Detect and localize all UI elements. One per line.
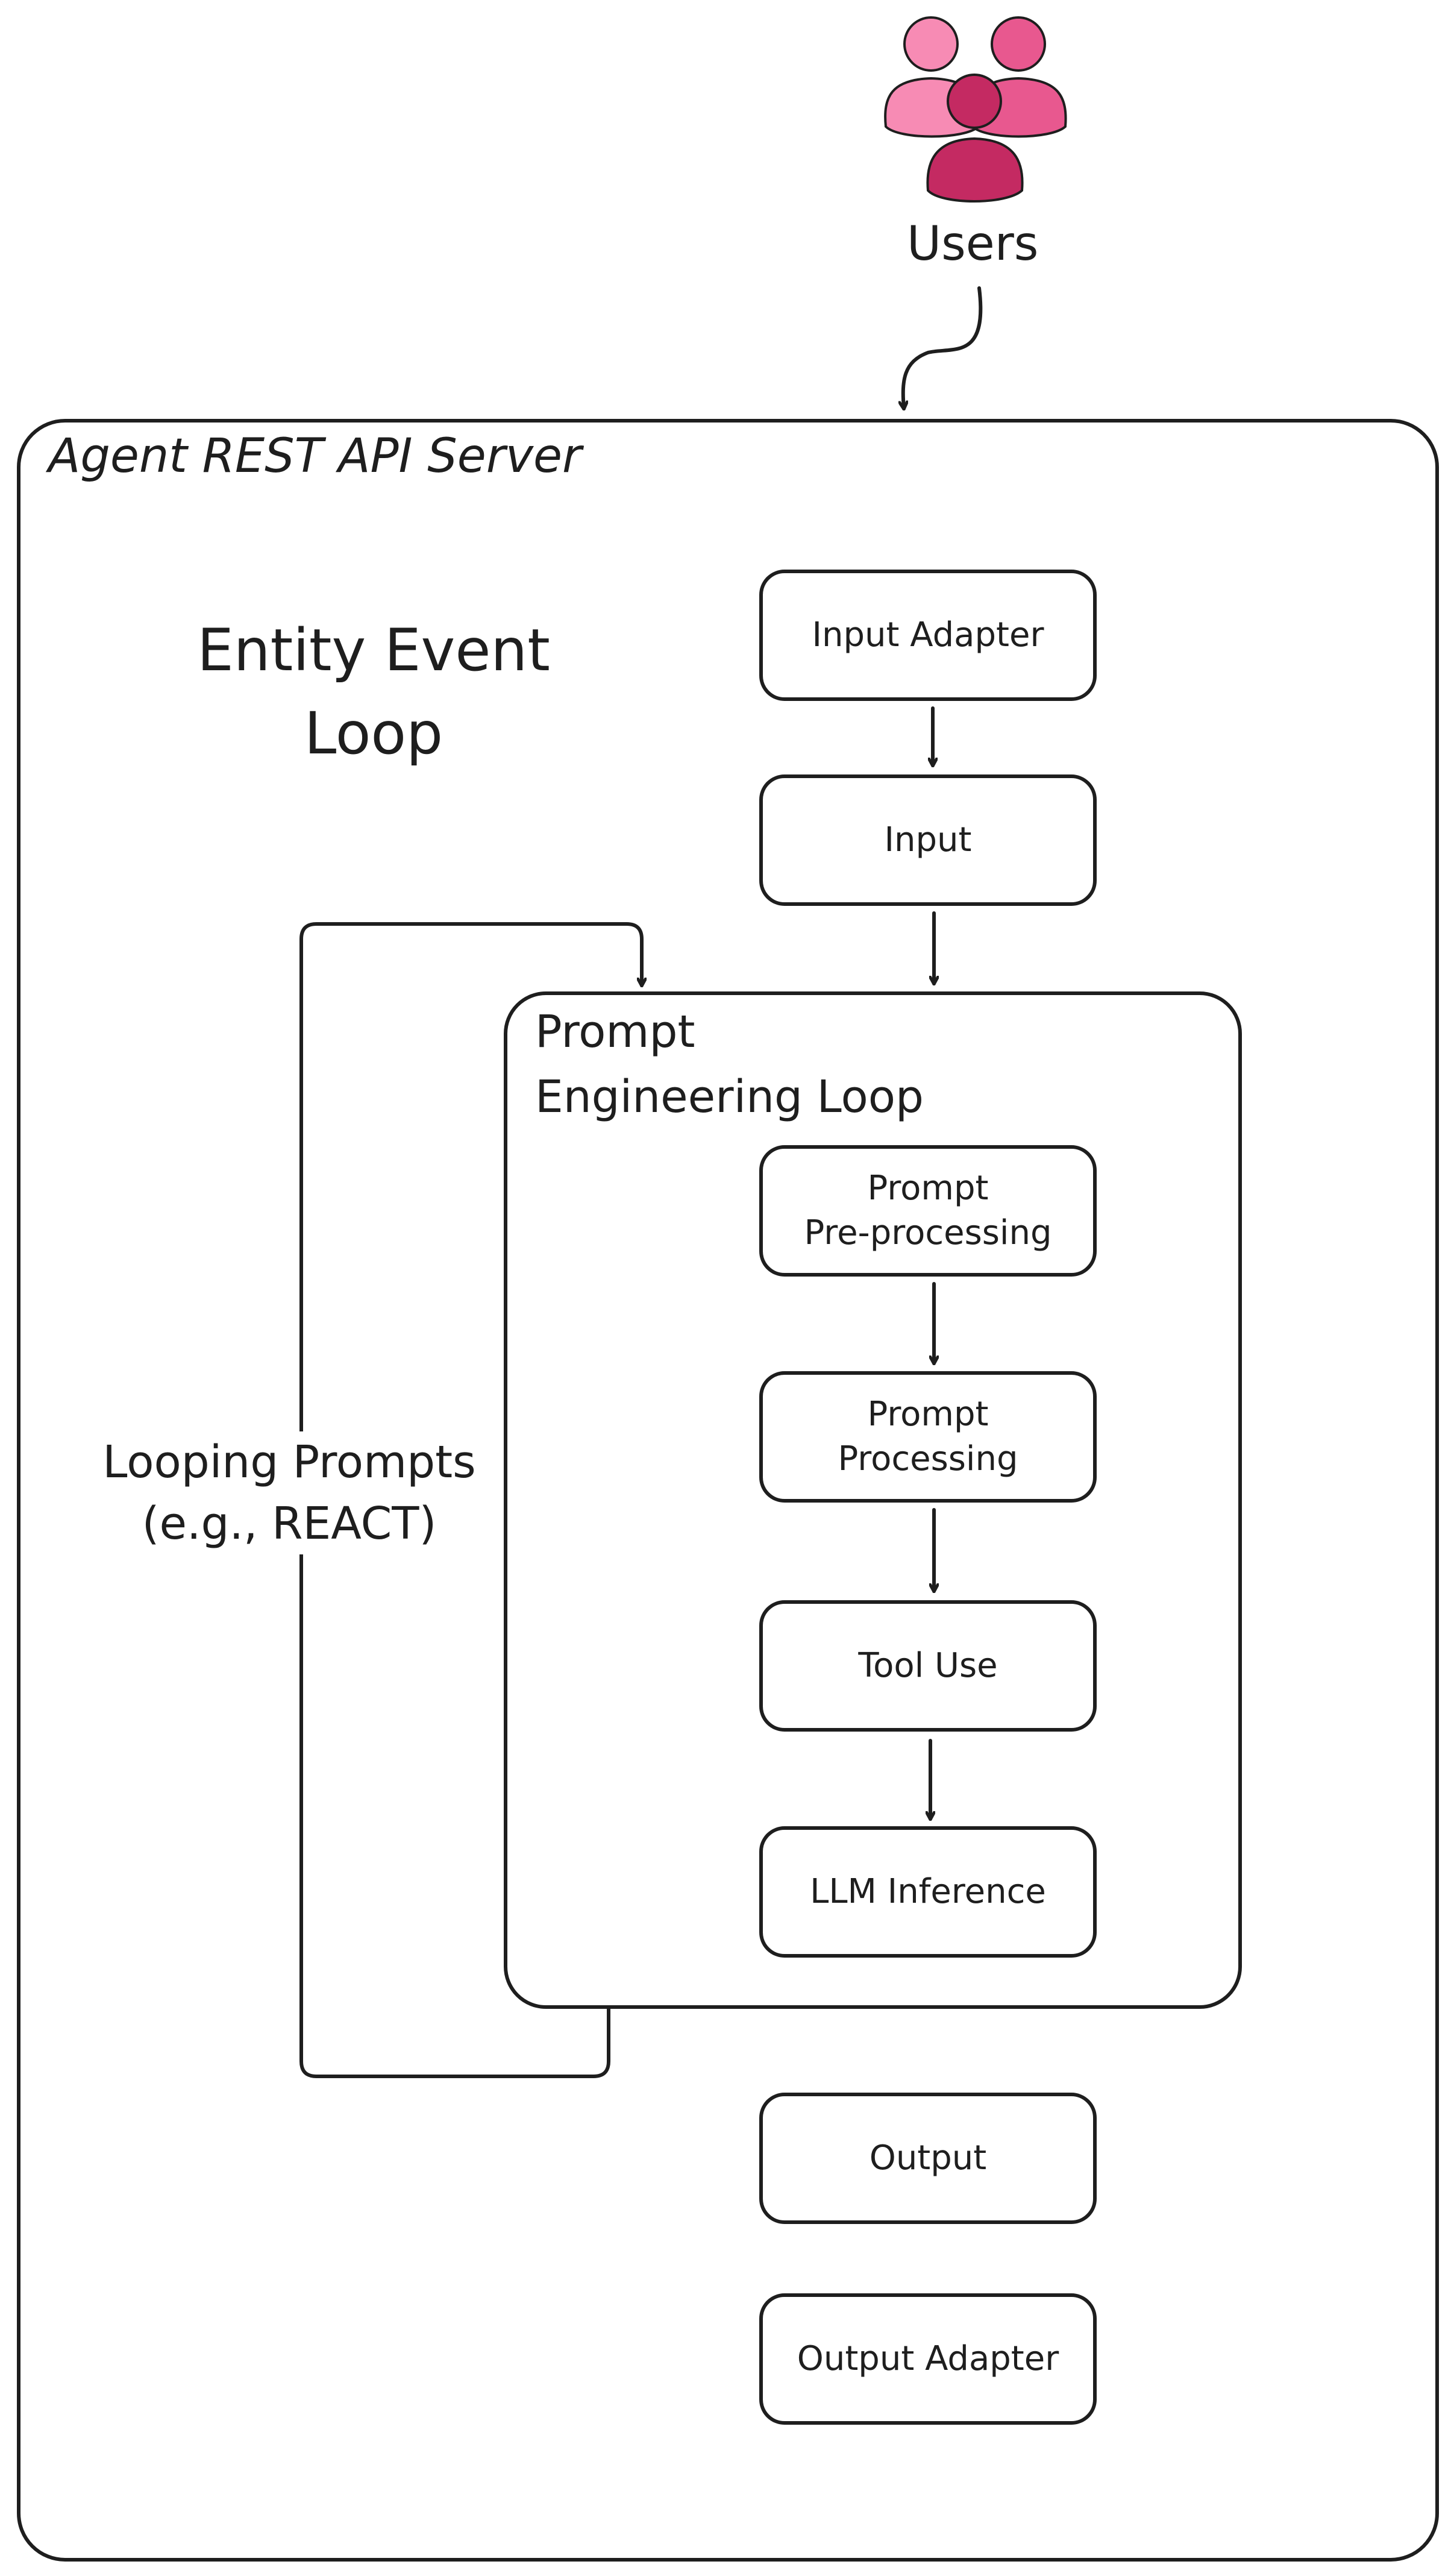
output-adapter-label: Output Adapter	[797, 2339, 1059, 2378]
input-node[interactable]: Input	[759, 774, 1097, 906]
users-icon	[884, 16, 1067, 203]
input-label: Input	[884, 820, 972, 859]
prompt-engineering-loop-line1: Prompt	[535, 1006, 695, 1058]
user-left-head	[903, 16, 959, 72]
looping-prompts-label: Looping Prompts (e.g., REACT)	[78, 1431, 500, 1554]
input-adapter-node[interactable]: Input Adapter	[759, 570, 1097, 701]
tool-use-label: Tool Use	[858, 1646, 998, 1685]
users-label: Users	[907, 217, 1039, 271]
entity-event-loop-line2: Loop	[304, 700, 443, 767]
arrow-users-to-server	[903, 286, 983, 409]
output-label: Output	[869, 2138, 987, 2178]
entity-event-loop-label: Entity Event Loop	[163, 609, 584, 775]
prompt-preprocessing-line1: Prompt	[867, 1169, 989, 1208]
prompt-processing-line2: Processing	[838, 1439, 1018, 1478]
tool-use-node[interactable]: Tool Use	[759, 1600, 1097, 1732]
output-node[interactable]: Output	[759, 2093, 1097, 2224]
agent-server-title: Agent REST API Server	[48, 429, 582, 483]
llm-inference-label: LLM Inference	[810, 1872, 1046, 1911]
output-adapter-node[interactable]: Output Adapter	[759, 2293, 1097, 2425]
looping-prompts-line1: Looping Prompts	[102, 1436, 476, 1488]
prompt-engineering-loop-label: Prompt Engineering Loop	[535, 999, 924, 1129]
prompt-preprocessing-line2: Pre-processing	[804, 1213, 1052, 1252]
user-front-head	[947, 74, 1002, 129]
input-adapter-label: Input Adapter	[812, 615, 1044, 655]
prompt-preprocessing-node[interactable]: Prompt Pre-processing	[759, 1145, 1097, 1277]
prompt-processing-node[interactable]: Prompt Processing	[759, 1371, 1097, 1503]
user-front-body	[926, 137, 1024, 203]
entity-event-loop-line1: Entity Event	[197, 617, 550, 684]
llm-inference-node[interactable]: LLM Inference	[759, 1826, 1097, 1958]
prompt-processing-line1: Prompt	[867, 1395, 989, 1434]
prompt-engineering-loop-line2: Engineering Loop	[535, 1071, 924, 1123]
user-right-head	[991, 16, 1046, 72]
prompt-engineering-loop-container	[504, 991, 1242, 2009]
looping-prompts-line2: (e.g., REACT)	[142, 1498, 437, 1550]
agent-server-container	[17, 419, 1439, 2562]
